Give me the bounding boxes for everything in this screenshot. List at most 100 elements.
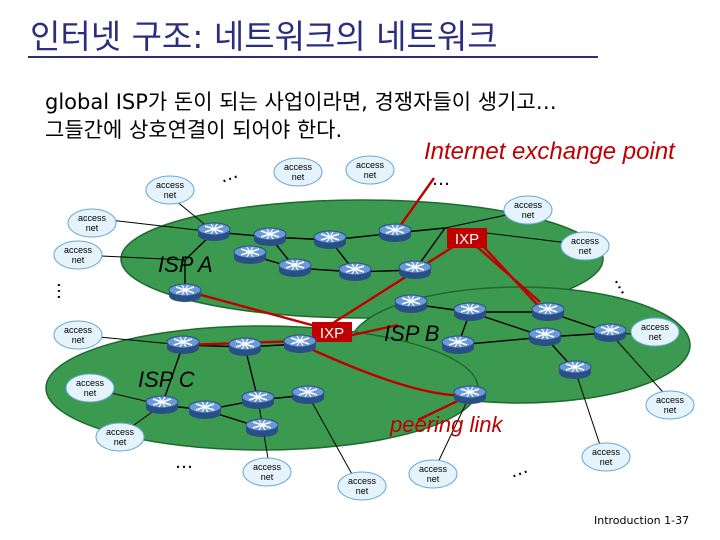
body-text-line-1: global ISP가 돈이 되는 사업이라면, 경쟁자들이 생기고… <box>45 90 557 114</box>
ellipsis-bottom-right: … <box>507 457 531 483</box>
access-net-cloud <box>242 457 292 487</box>
access-net-label-line1: access <box>514 200 543 210</box>
access-net-cloud <box>95 422 145 452</box>
access-net-label-line1: access <box>419 464 448 474</box>
access-net-label-line2: net <box>292 172 305 182</box>
internet-exchange-point-callout: Internet exchange point <box>424 138 675 165</box>
router-icon <box>241 390 275 410</box>
peering-link-ixp-a <box>182 288 331 332</box>
router-icon <box>453 385 487 405</box>
access-net-label-line2: net <box>356 486 369 496</box>
access-net-cloud <box>560 231 610 261</box>
router-icon <box>283 334 317 354</box>
ixp-middle-label: IXP <box>320 325 344 342</box>
router-icon <box>378 223 412 243</box>
isp-c-label: ISP C <box>138 367 195 392</box>
ellipsis-right: … <box>610 272 637 298</box>
ellipsis-left: … <box>44 282 65 300</box>
router-icon <box>253 227 287 247</box>
ellipsis-bottom-left: … <box>175 452 193 473</box>
access-net-label-line2: net <box>261 472 274 482</box>
router-icon <box>278 258 312 278</box>
ixp-callout-pointer <box>394 177 435 234</box>
access-net-cloud <box>67 208 117 238</box>
ellipsis-top-right: … <box>432 169 450 190</box>
access-net-label-line1: access <box>356 160 385 170</box>
access-net-cloud <box>408 459 458 489</box>
router-icon <box>291 385 325 405</box>
access-net-cloud <box>645 390 695 420</box>
router-icon <box>453 302 487 322</box>
access-net-label-line1: access <box>76 378 105 388</box>
access-net-cloud <box>503 195 553 225</box>
access-net-cloud <box>337 471 387 501</box>
router-icon <box>188 400 222 420</box>
access-net-label-line1: access <box>106 427 135 437</box>
router-icon <box>233 245 267 265</box>
peering-link-callout: peering link <box>389 412 504 437</box>
isp-a-label: ISP A <box>158 252 213 277</box>
router-icon <box>441 335 475 355</box>
access-nets: accessnetaccessnetaccessnetaccessnetacce… <box>53 155 695 501</box>
slide-footer: Introduction 1-37 <box>594 514 690 527</box>
router-icon <box>197 222 231 242</box>
access-net-label-line1: access <box>641 322 670 332</box>
access-net-cloud <box>630 317 680 347</box>
title-underline <box>28 56 598 58</box>
access-net-label-line1: access <box>656 395 685 405</box>
router-icon <box>228 337 262 357</box>
peering-link-a-ixp-b <box>321 236 468 332</box>
access-net-label-line2: net <box>84 388 97 398</box>
peering-link-ixp-b-2 <box>481 244 545 313</box>
access-net-label-line2: net <box>164 190 177 200</box>
ixp-top-label: IXP <box>455 231 479 248</box>
router-icon <box>593 323 627 343</box>
access-net-label-line1: access <box>592 447 621 457</box>
access-net-cloud <box>581 442 631 472</box>
router-icon <box>528 327 562 347</box>
router-icon <box>338 262 372 282</box>
access-net-label-line2: net <box>579 246 592 256</box>
router-icon <box>313 230 347 250</box>
access-net-label-line2: net <box>600 457 613 467</box>
access-net-label-line2: net <box>86 223 99 233</box>
router-icon <box>245 418 279 438</box>
router-icon <box>166 335 200 355</box>
access-net-label-line2: net <box>114 437 127 447</box>
access-net-cloud <box>345 155 395 185</box>
access-net-cloud <box>65 373 115 403</box>
body-text-line-2: 그들간에 상호연결이 되어야 한다. <box>45 118 343 142</box>
router-icon <box>531 302 565 322</box>
access-net-cloud <box>53 240 103 270</box>
access-net-label-line2: net <box>72 335 85 345</box>
access-net-cloud <box>273 157 323 187</box>
router-icon <box>398 260 432 280</box>
access-net-label-line1: access <box>253 462 282 472</box>
router-icon <box>394 294 428 314</box>
access-net-label-line2: net <box>522 210 535 220</box>
access-net-label-line1: access <box>64 245 93 255</box>
ellipsis-top-left: … <box>217 162 241 188</box>
router-icon <box>145 395 179 415</box>
ixp-middle: IXP <box>312 322 352 342</box>
access-net-cloud <box>145 175 195 205</box>
access-net-label-line2: net <box>427 474 440 484</box>
router-icon <box>558 360 592 380</box>
access-net-label-line1: access <box>348 476 377 486</box>
access-net-label-line2: net <box>72 255 85 265</box>
access-net-cloud <box>53 320 103 350</box>
